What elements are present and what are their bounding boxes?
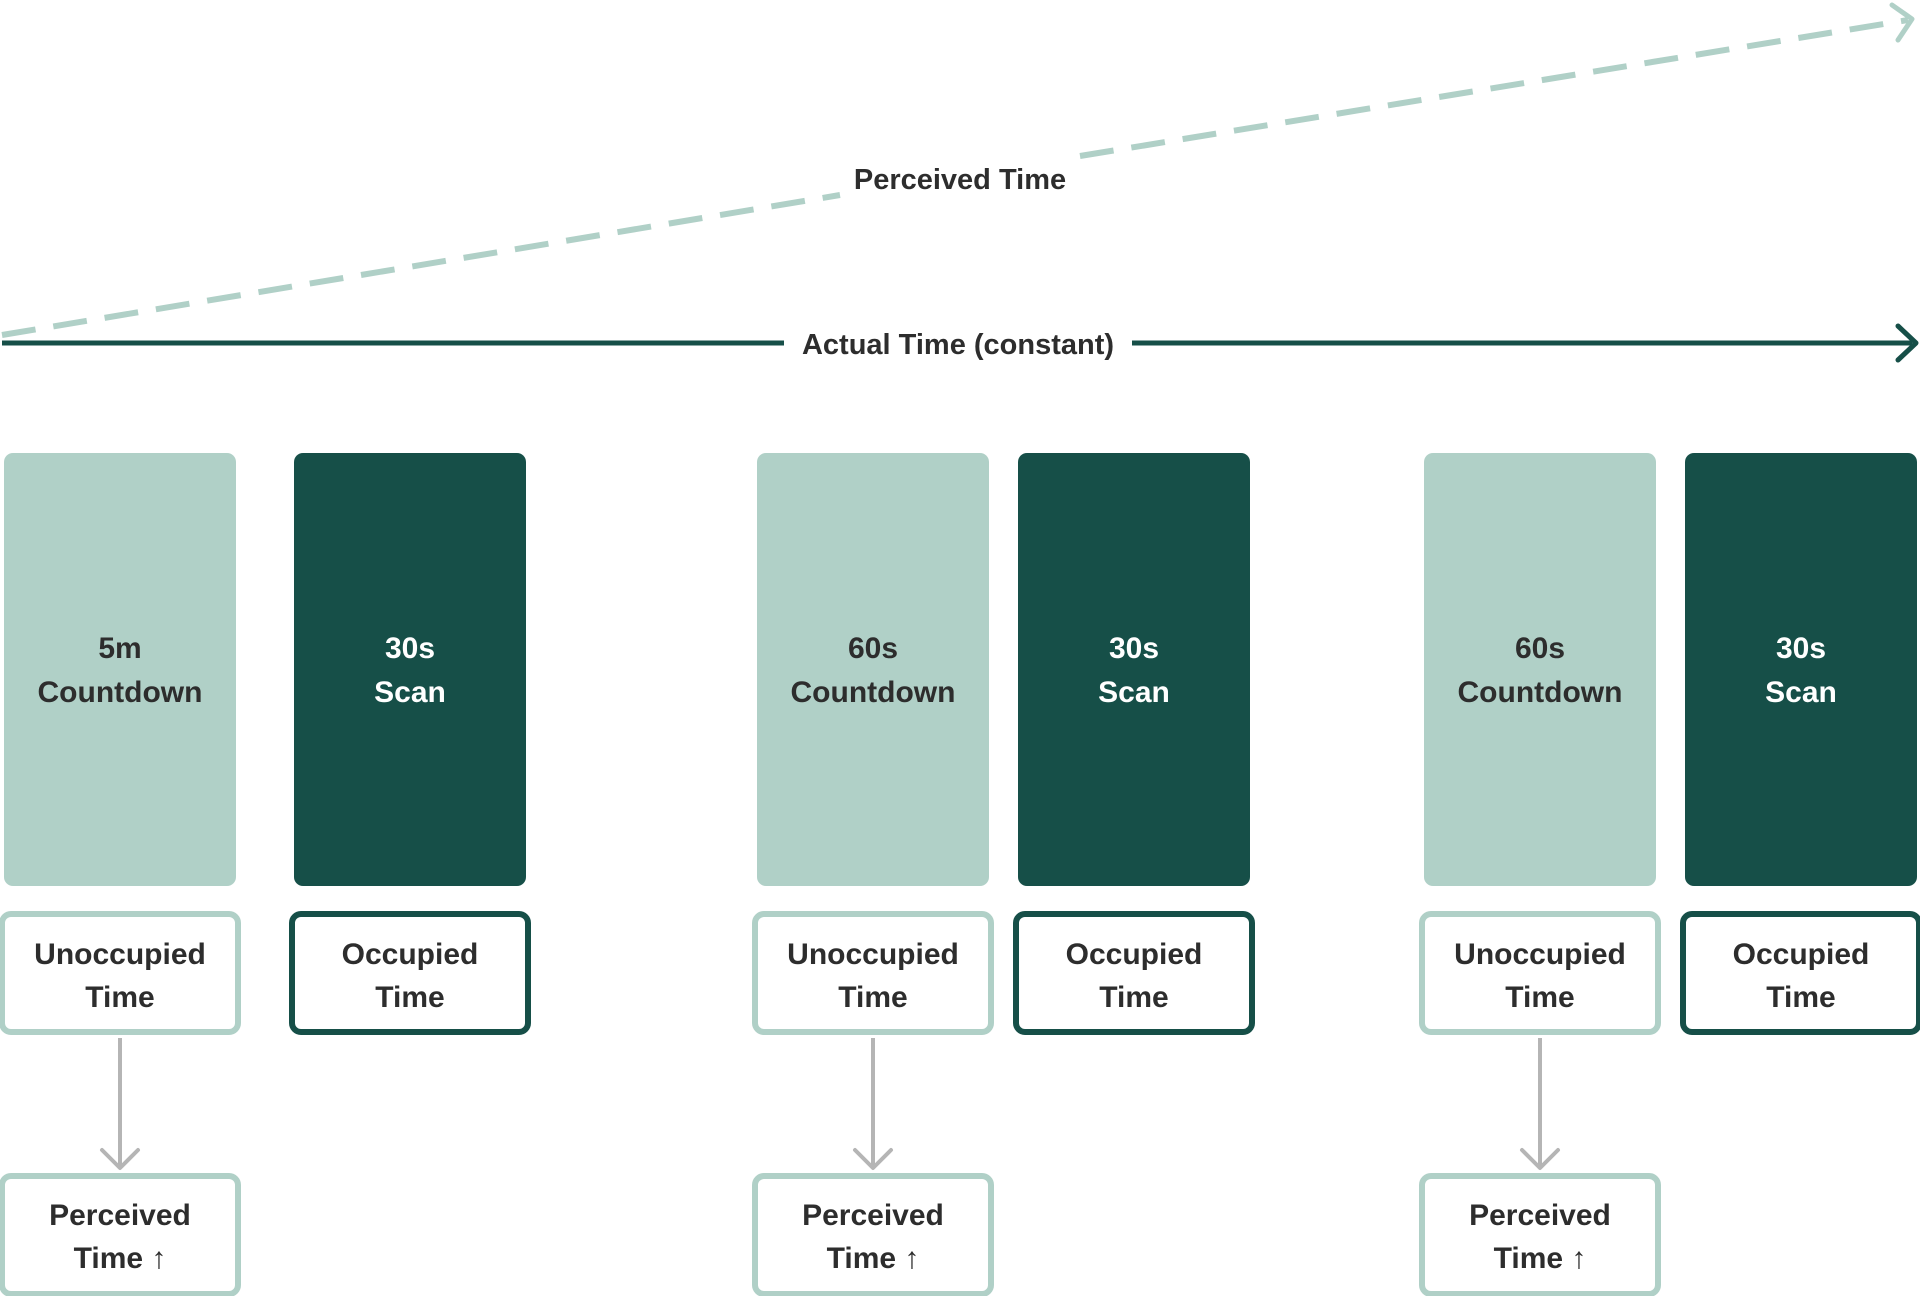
block-kind: Countdown [791,676,956,709]
tag-line-2: Time [1099,981,1168,1014]
down-arrow-icon [853,1038,893,1170]
occupied-time-tag [1680,911,1920,1035]
block-kind: Scan [374,676,446,709]
perceived-time-result-box [0,1173,241,1296]
result-line-1: Perceived [49,1199,191,1232]
scan-block [1018,453,1250,886]
tag-line-2: Time [375,981,444,1014]
perceived-time-result-box [1419,1173,1661,1296]
perceived-arrowhead-icon [1889,2,1915,43]
down-arrow-icon [1520,1038,1560,1170]
block-duration: 30s [1776,632,1826,665]
actual-arrowhead-icon [1895,323,1919,363]
result-line-2: Time ↑ [1494,1242,1587,1275]
scan-block [294,453,526,886]
block-kind: Scan [1765,676,1837,709]
time-block-group: 60sCountdownUnoccupiedTimePerceivedTime … [1419,453,1661,1296]
block-kind: Countdown [1458,676,1623,709]
tag-line-2: Time [1766,981,1835,1014]
result-line-1: Perceived [802,1199,944,1232]
down-arrow-icon [100,1038,140,1170]
block-duration: 60s [1515,632,1565,665]
perceived-time-label: Perceived Time [854,164,1066,196]
tag-line-1: Occupied [342,938,479,971]
tag-line-2: Time [1505,981,1574,1014]
result-line-2: Time ↑ [827,1242,920,1275]
perceived-time-line [1,2,1915,338]
block-kind: Scan [1098,676,1170,709]
tag-line-2: Time [85,981,154,1014]
tag-line-1: Unoccupied [787,938,959,971]
result-line-1: Perceived [1469,1199,1611,1232]
block-duration: 30s [1109,632,1159,665]
actual-time-line [2,323,1919,363]
scan-block [1685,453,1917,886]
block-duration: 60s [848,632,898,665]
tag-line-1: Unoccupied [1454,938,1626,971]
unoccupied-time-tag [752,911,994,1035]
block-kind: Countdown [38,676,203,709]
unoccupied-time-tag [1419,911,1661,1035]
unoccupied-time-tag [0,911,241,1035]
countdown-block [757,453,989,886]
tag-line-1: Occupied [1733,938,1870,971]
result-line-2: Time ↑ [74,1242,167,1275]
block-duration: 30s [385,632,435,665]
actual-time-label: Actual Time (constant) [802,329,1114,361]
occupied-time-tag [1013,911,1255,1035]
block-duration: 5m [98,632,141,665]
countdown-block [1424,453,1656,886]
occupied-time-tag [289,911,531,1035]
tag-line-1: Unoccupied [34,938,206,971]
tag-line-1: Occupied [1066,938,1203,971]
perceived-time-result-box [752,1173,994,1296]
tag-line-2: Time [838,981,907,1014]
time-block-group: 60sCountdownUnoccupiedTimePerceivedTime … [752,453,994,1296]
countdown-block [4,453,236,886]
